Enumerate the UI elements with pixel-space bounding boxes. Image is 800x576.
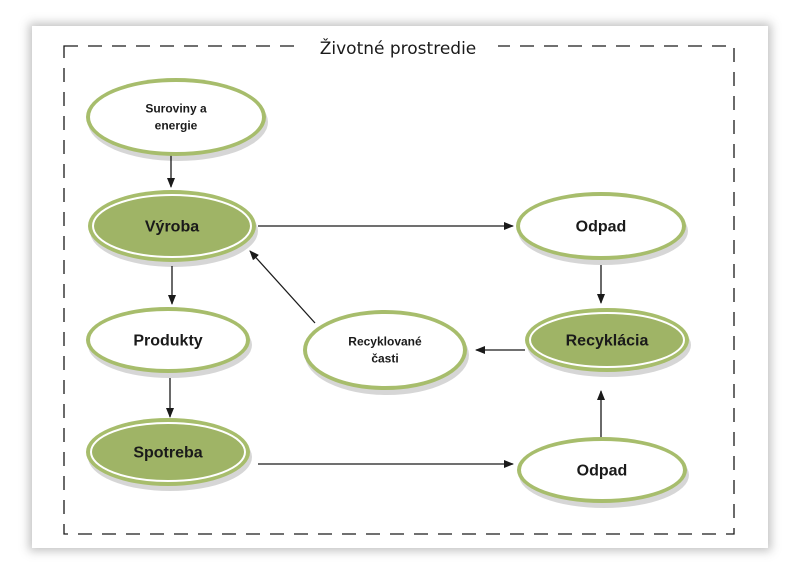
node-fill	[90, 422, 246, 482]
node-produkty: Produkty	[86, 307, 252, 378]
title-gap	[298, 36, 498, 58]
node-fill	[92, 194, 252, 258]
node-label: Výroba	[145, 219, 199, 236]
node-label: Recyklácia	[566, 333, 649, 350]
environment-boundary	[63, 45, 735, 535]
node-odpad-bottom: Odpad	[517, 437, 689, 508]
node-label: Suroviny a	[145, 102, 207, 116]
node-suroviny: Suroviny a energie	[86, 78, 268, 161]
diagram-edges	[166, 155, 605, 468]
node-label: energie	[155, 119, 198, 133]
node-recyklacia: Recyklácia	[525, 308, 691, 377]
node-fill	[529, 312, 685, 368]
diagram-nodes: Suroviny aenergieVýrobaProduktySpotrebaO…	[86, 78, 691, 508]
arrow-recyklovane-to-vyroba	[249, 250, 316, 324]
node-odpad-top: Odpad	[516, 192, 688, 265]
node-vyroba: Výroba	[88, 190, 258, 267]
node-label: Odpad	[577, 463, 628, 480]
node-fill	[521, 441, 683, 499]
node-fill	[90, 311, 246, 369]
diagram-title: Životné prostredie	[320, 37, 477, 59]
node-label: Odpad	[576, 219, 627, 236]
node-label: Spotreba	[133, 445, 202, 462]
node-label: Recyklované	[348, 335, 422, 349]
node-fill	[520, 196, 682, 256]
node-fill	[307, 314, 463, 386]
node-label: Produkty	[133, 333, 202, 350]
node-spotreba: Spotreba	[86, 418, 252, 491]
node-recyklovane: Recyklované časti	[303, 310, 469, 395]
node-fill	[90, 82, 262, 152]
node-label: časti	[371, 352, 398, 366]
